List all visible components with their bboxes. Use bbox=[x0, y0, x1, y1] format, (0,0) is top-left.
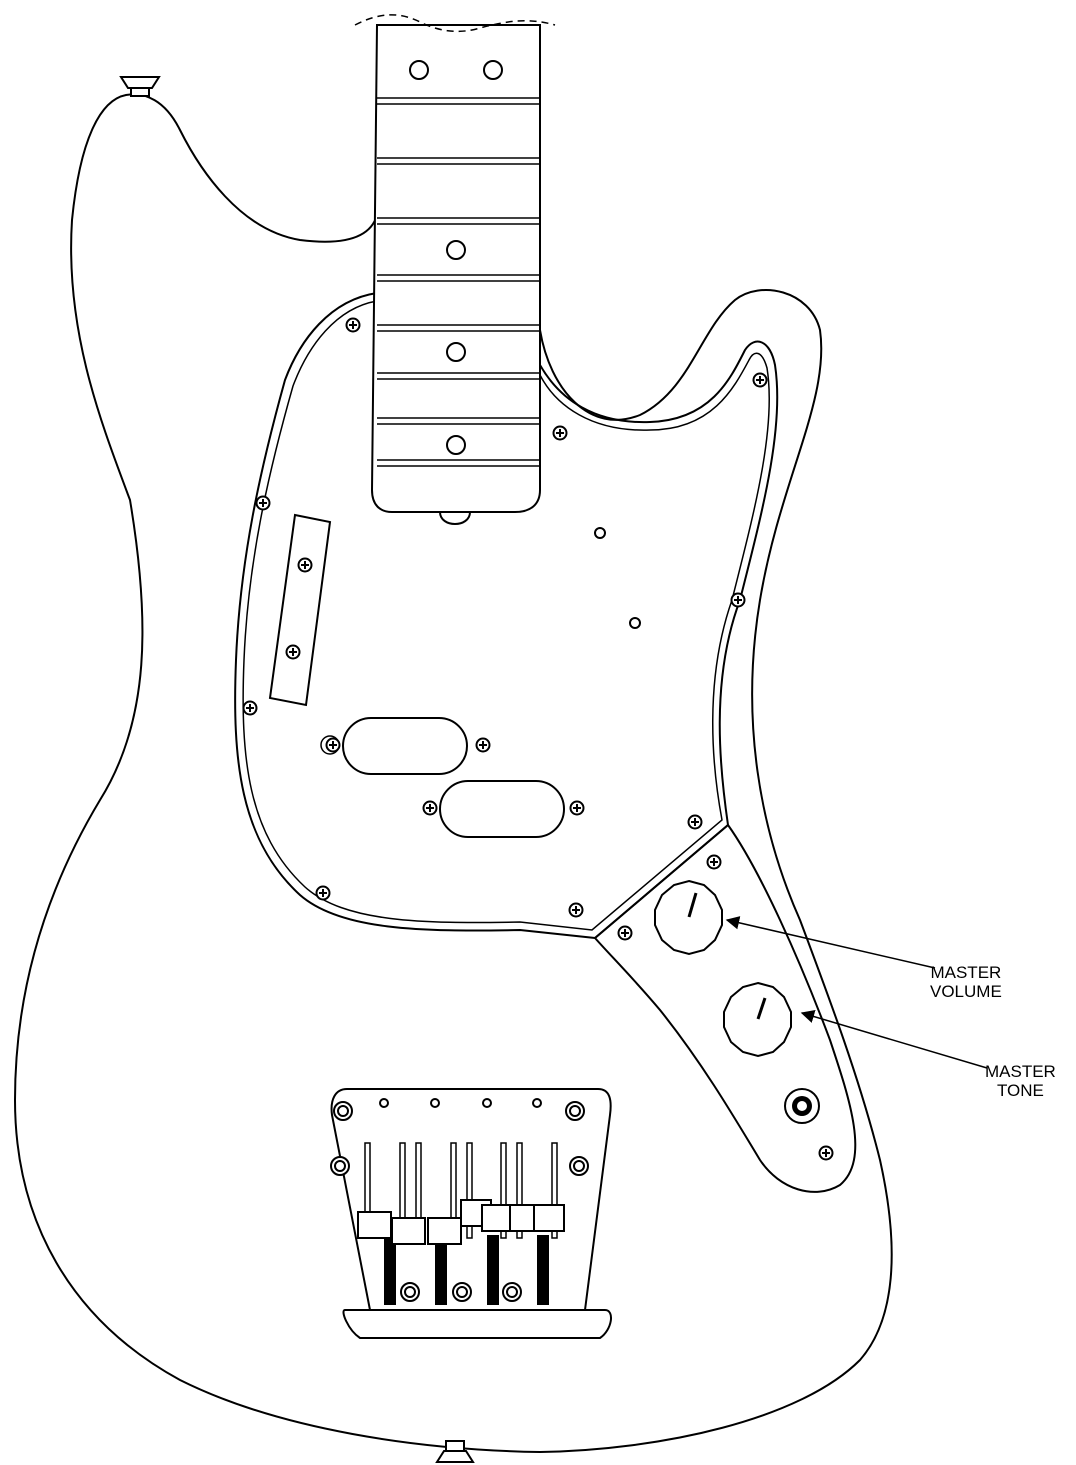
master-tone-label: MASTER TONE bbox=[985, 1062, 1056, 1100]
master-tone-leader bbox=[800, 1009, 988, 1069]
pickups bbox=[320, 717, 565, 838]
master-tone-knob bbox=[723, 981, 792, 1058]
master-volume-label: MASTER VOLUME bbox=[930, 963, 1002, 1001]
control-plate bbox=[594, 824, 857, 1193]
strap-button-top bbox=[119, 76, 161, 97]
fret-markers bbox=[377, 97, 540, 467]
position-dots bbox=[409, 60, 503, 455]
neck bbox=[354, 14, 556, 525]
strap-button-bottom bbox=[435, 1440, 475, 1463]
master-volume-leader bbox=[725, 916, 936, 969]
master-volume-knob bbox=[654, 879, 723, 956]
bridge bbox=[330, 1088, 612, 1339]
thumb-rest bbox=[268, 513, 332, 707]
